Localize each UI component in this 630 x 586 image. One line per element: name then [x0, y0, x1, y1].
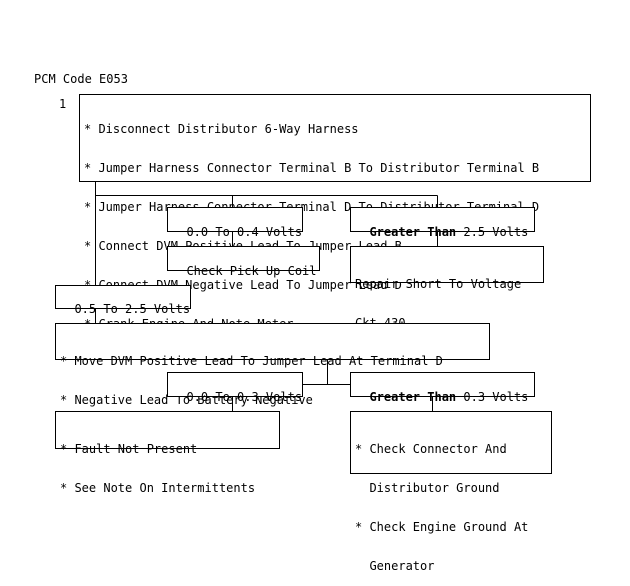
result-b-box: Greater Than 2.5 Volts — [350, 207, 535, 239]
result-d-label: 0.0 To 0.3 Volts — [186, 390, 303, 404]
result-c-label: 0.5 To 2.5 Volts — [74, 302, 191, 316]
step-number: 1 — [59, 97, 67, 111]
action-e-line: Generator — [355, 559, 435, 573]
result-b-bold: Greater Than — [369, 225, 457, 239]
action-e-line: Distributor Ground — [355, 481, 500, 495]
connector-lines — [95, 182, 438, 411]
step1-line: * Disconnect Distributor 6-Way Harness — [84, 122, 359, 136]
result-d-box: 0.0 To 0.3 Volts — [167, 372, 303, 404]
action-d-box: * Fault Not Present * See Note On Interm… — [55, 411, 280, 495]
step2-box: * Move DVM Positive Lead To Jumper Lead … — [55, 323, 490, 407]
result-a-box: 0.0 To 0.4 Volts — [167, 207, 303, 239]
result-e-rest: 0.3 Volts — [456, 390, 529, 404]
step1-box: * Disconnect Distributor 6-Way Harness *… — [79, 94, 591, 331]
action-e-box: * Check Connector And Distributor Ground… — [350, 411, 552, 573]
action-a-label: Check Pick Up Coil — [186, 264, 317, 278]
action-d-line: * Fault Not Present — [60, 442, 198, 456]
action-b-box: Repair Short To Voltage Ckt 430 — [350, 246, 544, 330]
diagram-title: PCM Code E053 — [34, 72, 128, 86]
step1-line: * Jumper Harness Connector Terminal B To… — [84, 161, 540, 175]
action-b-line: Repair Short To Voltage — [355, 277, 522, 291]
action-e-line: * Check Connector And — [355, 442, 507, 456]
action-e-line: * Check Engine Ground At — [355, 520, 529, 534]
action-a-box: Check Pick Up Coil — [167, 246, 320, 278]
result-e-bold: Greater Than — [369, 390, 457, 404]
result-a-label: 0.0 To 0.4 Volts — [186, 225, 303, 239]
result-b-rest: 2.5 Volts — [456, 225, 529, 239]
result-e-box: Greater Than 0.3 Volts — [350, 372, 535, 404]
result-c-box: 0.5 To 2.5 Volts — [55, 285, 191, 316]
action-d-line: * See Note On Intermittents — [60, 481, 256, 495]
step2-line: * Move DVM Positive Lead To Jumper Lead … — [60, 354, 443, 368]
